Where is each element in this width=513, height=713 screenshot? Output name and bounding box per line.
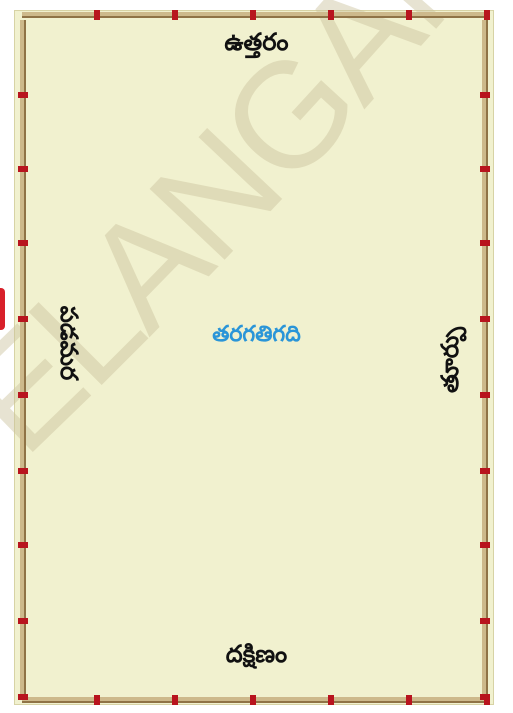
direction-north-label: ఉత్తరం — [0, 28, 513, 62]
classroom-floor — [14, 10, 494, 705]
classroom-label: తరగతిగది — [0, 322, 513, 352]
direction-south-label: దక్షిణం — [0, 640, 513, 674]
